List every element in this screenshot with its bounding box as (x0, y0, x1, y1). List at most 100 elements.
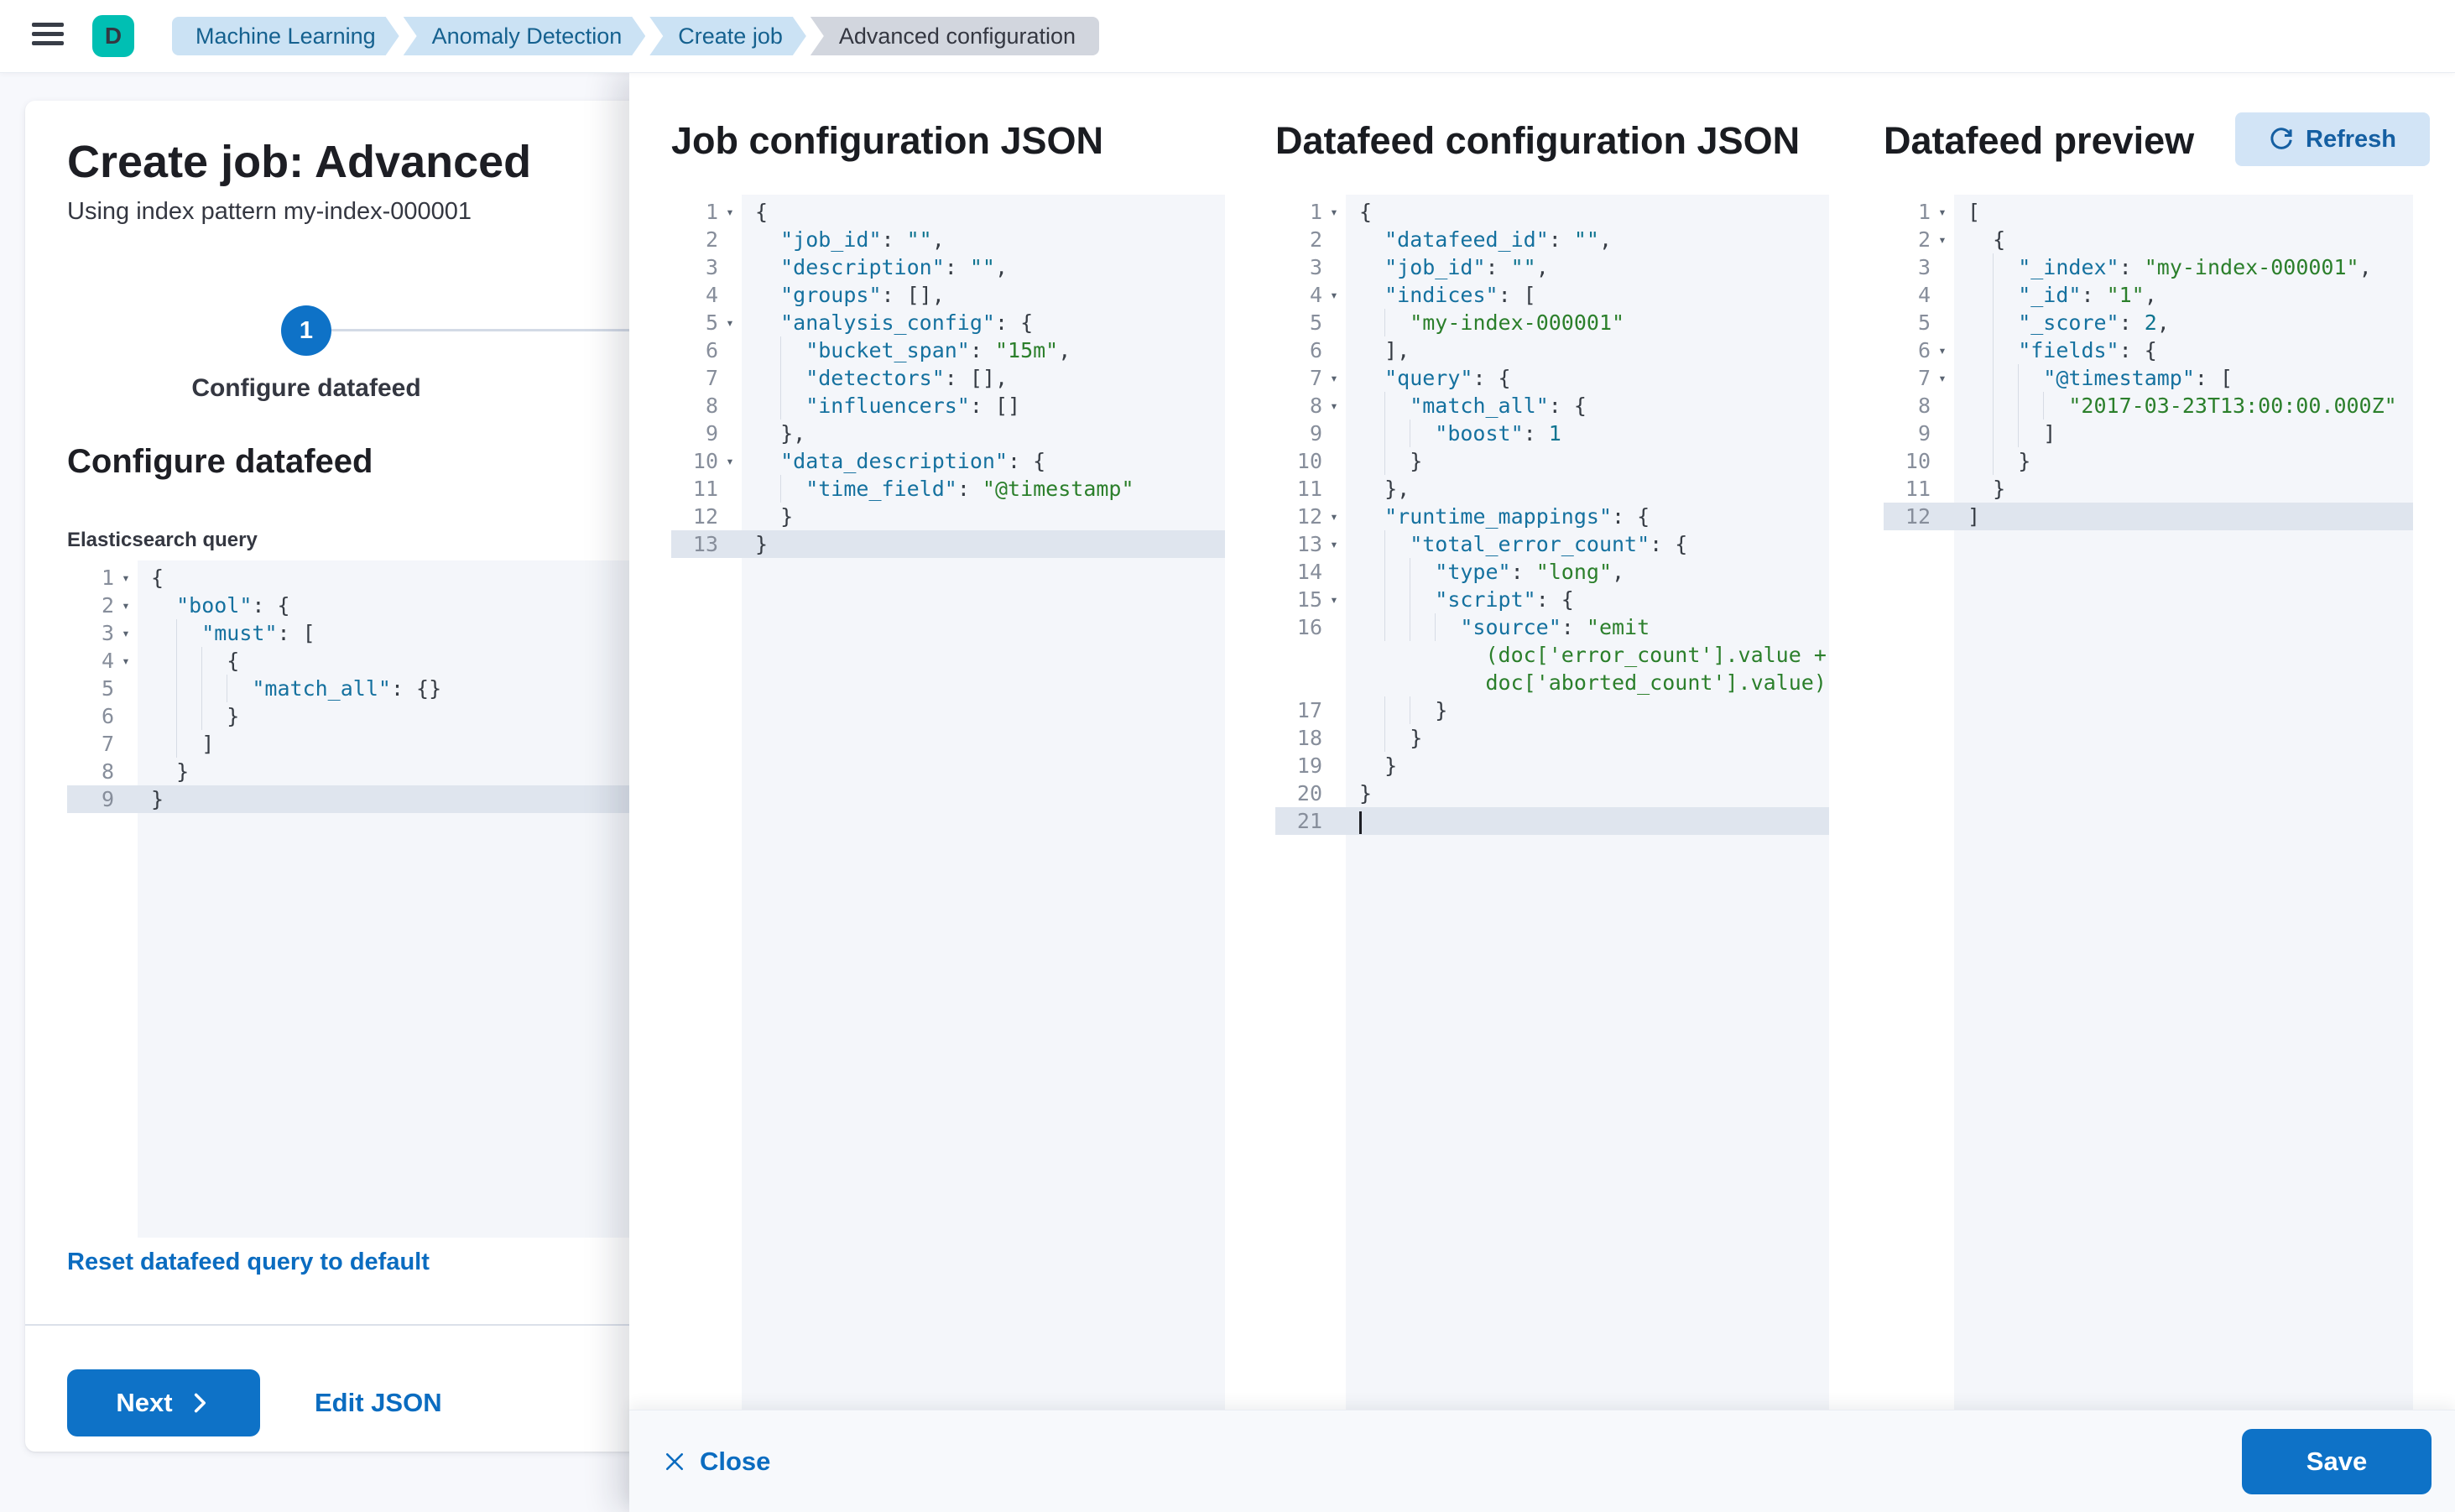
code-line: 4"groups": [], (705, 283, 945, 307)
save-button[interactable]: Save (2242, 1429, 2432, 1494)
elasticsearch-query-editor[interactable]: 1▾{2▾"bool": {3▾"must": [4▾{5"match_all"… (67, 560, 638, 1238)
job-config-editor[interactable]: 1▾{2"job_id": "",3"description": "",4"gr… (671, 195, 1225, 1410)
code-line: 8"2017-03-23T13:00:00.000Z" (1917, 392, 2397, 420)
text-cursor (1359, 811, 1362, 834)
code-line: 9} (67, 785, 638, 813)
fold-arrow-icon: ▾ (726, 204, 734, 220)
code-line: 17} (1296, 696, 1448, 724)
code-line: 7"detectors": [], (705, 364, 1009, 392)
breadcrumb-anomaly-detection[interactable]: Anomaly Detection (404, 17, 646, 55)
fold-arrow-icon: ▾ (122, 570, 130, 586)
code-line: 1▾{ (705, 200, 769, 224)
fold-arrow-icon: ▾ (1330, 536, 1338, 552)
next-button-label: Next (116, 1388, 173, 1417)
code-line: 21 (1275, 807, 1829, 835)
reset-datafeed-query-link[interactable]: Reset datafeed query to default (67, 1249, 430, 1275)
fold-arrow-icon: ▾ (1938, 204, 1947, 220)
fold-arrow-icon: ▾ (1330, 508, 1338, 524)
code-line: 2▾{ (1917, 227, 2006, 252)
datafeed-config-title: Datafeed configuration JSON (1275, 119, 1801, 162)
code-line: 3▾"must": [ (101, 619, 315, 647)
code-line: 10} (1296, 447, 1423, 475)
code-line: 10} (1905, 447, 2031, 475)
breadcrumb-create-job[interactable]: Create job (649, 17, 806, 55)
flyout-footer: Close Save (629, 1410, 2455, 1512)
edit-json-link[interactable]: Edit JSON (315, 1388, 442, 1417)
code-line: 9] (1917, 420, 2056, 447)
fold-arrow-icon: ▾ (1330, 398, 1338, 414)
close-button[interactable]: Close (663, 1410, 770, 1512)
code-line: 20} (1296, 781, 1373, 806)
breadcrumb-machine-learning[interactable]: Machine Learning (172, 17, 399, 55)
fold-arrow-icon: ▾ (1330, 370, 1338, 386)
avatar[interactable]: D (92, 15, 134, 57)
code-line: 5"_score": 2, (1917, 309, 2170, 336)
json-flyout: Job configuration JSON 1▾{2"job_id": "",… (629, 72, 2455, 1512)
code-line: 7▾"@timestamp": [ (1917, 364, 2233, 392)
code-line: 11} (1905, 477, 2006, 501)
elasticsearch-query-label: Elasticsearch query (67, 529, 258, 551)
breadcrumb-advanced-configuration: Advanced configuration (810, 17, 1100, 55)
menu-bar (32, 32, 64, 36)
datafeed-config-editor[interactable]: 1▾{ 2"datafeed_id": "", 3"job_id": "", 4▾"i… (1275, 195, 1829, 1410)
code-line: 18} (1296, 724, 1423, 752)
fold-arrow-icon: ▾ (122, 625, 130, 641)
code-line: 5"match_all": {} (101, 675, 442, 702)
fold-arrow-icon: ▾ (1938, 232, 1947, 248)
code-line: 4▾{ (101, 647, 240, 675)
fold-arrow-icon: ▾ (726, 453, 734, 469)
step-1-indicator[interactable]: 1 (281, 305, 331, 356)
code-line: 4▾"indices": [ (1309, 283, 1536, 307)
fold-arrow-icon: ▾ (1938, 342, 1947, 358)
refresh-button-label: Refresh (2306, 125, 2396, 153)
close-button-label: Close (700, 1447, 771, 1476)
top-header: D Machine Learning Anomaly Detection Cre… (0, 0, 2455, 72)
code-line: 9}, (705, 421, 806, 446)
code-line: 12} (692, 504, 794, 529)
menu-bar (32, 23, 64, 27)
code-line: 1▾{ (1309, 200, 1373, 224)
code-line: 13} (671, 530, 1225, 558)
index-pattern-subtitle: Using index pattern my-index-000001 (67, 198, 472, 225)
code-line: 8"influencers": [] (705, 392, 1021, 420)
code-line: 3"description": "", (705, 255, 1009, 279)
step-1-label: Configure datafeed (191, 374, 421, 402)
refresh-icon (2269, 127, 2294, 152)
code-line: 1▾[ (1917, 200, 1981, 224)
fold-arrow-icon: ▾ (726, 315, 734, 331)
code-line: 9"boost": 1 (1309, 420, 1561, 447)
code-line: 6▾"fields": { (1917, 336, 2157, 364)
code-line: doc['aborted_count'].value)" (1485, 670, 1830, 695)
code-line: 3"_index": "my-index-000001", (1917, 253, 2372, 281)
fold-arrow-icon: ▾ (1938, 370, 1947, 386)
code-line: 12▾"runtime_mappings": { (1296, 504, 1650, 529)
code-line: (doc['error_count'].value + (1485, 643, 1827, 667)
job-config-title: Job configuration JSON (671, 119, 1104, 162)
code-line: 14"type": "long", (1296, 558, 1625, 586)
page-title: Create job: Advanced (67, 137, 532, 187)
datafeed-preview-editor[interactable]: 1▾[ 2▾{3"_index": "my-index-000001",4"_id… (1884, 195, 2413, 1410)
menu-bar (32, 41, 64, 45)
code-line: 12] (1884, 503, 2413, 530)
code-line: 5"my-index-000001" (1309, 309, 1625, 336)
chevron-right-icon (188, 1391, 211, 1415)
next-button[interactable]: Next (67, 1369, 260, 1436)
breadcrumb: Machine Learning Anomaly Detection Creat… (172, 17, 1103, 55)
code-line: 16"source": "emit (1296, 613, 1650, 641)
code-line: 8▾"match_all": { (1309, 392, 1587, 420)
code-line: 10▾"data_description": { (692, 449, 1046, 473)
code-line: 15▾"script": { (1296, 586, 1574, 613)
section-title: Configure datafeed (67, 443, 373, 480)
code-line: 1▾{ (101, 566, 164, 590)
menu-icon[interactable] (32, 20, 64, 52)
refresh-button[interactable]: Refresh (2235, 112, 2430, 166)
code-line: 4"_id": "1", (1917, 281, 2157, 309)
code-line: 13▾"total_error_count": { (1296, 530, 1688, 558)
fold-arrow-icon: ▾ (122, 597, 130, 613)
fold-arrow-icon: ▾ (1330, 287, 1338, 303)
code-line: 3"job_id": "", (1309, 255, 1549, 279)
code-line: 2"datafeed_id": "", (1309, 227, 1613, 252)
code-line: 11"time_field": "@timestamp" (692, 475, 1134, 503)
code-line: 7▾"query": { (1309, 366, 1511, 390)
